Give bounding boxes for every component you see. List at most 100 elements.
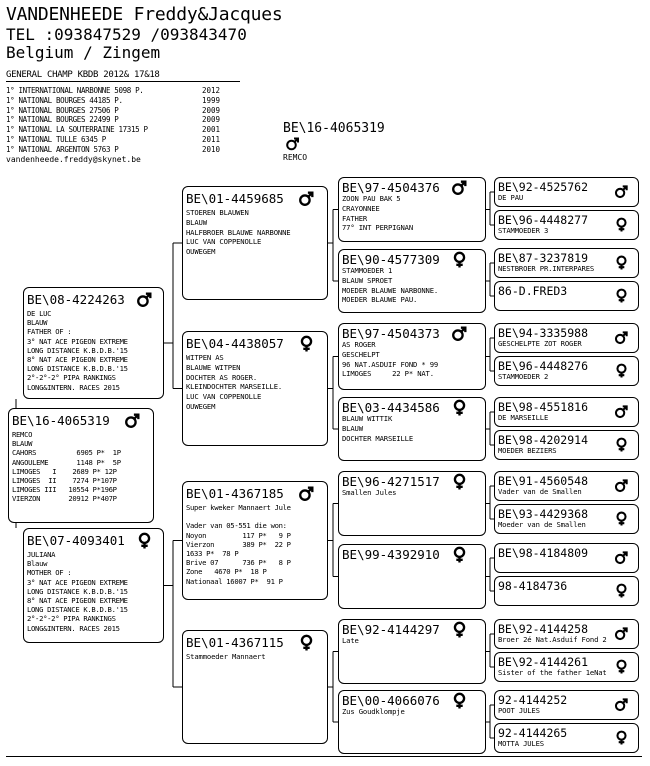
male-symbol-icon <box>614 478 629 493</box>
ring-number: BE\94-3335988 <box>498 326 589 340</box>
ring-number: BE\01-4459685 <box>186 191 284 206</box>
result-text: 1° NATIONAL LA SOUTERRAINE 17315 P <box>6 125 148 135</box>
ring-number: BE\08-4224263 <box>27 292 125 307</box>
result-text: 1° NATIONAL TULLE 6345 P <box>6 135 106 144</box>
pigeon-card-p26[interactable]: 98-4184736 <box>494 576 639 606</box>
detail-line: DOCHTER MARSEILLE <box>342 433 414 443</box>
pigeon-details: NESTBROER PR.INTERPARES <box>498 264 635 274</box>
female-symbol-icon <box>298 335 315 352</box>
detail-line: BLAUW <box>12 439 33 449</box>
detail-line: STAMMOEDER 2 <box>498 372 549 381</box>
detail-line: MOEDER BLAUWE NARBONNE. <box>342 285 439 295</box>
footer-divider <box>6 756 642 757</box>
male-symbol-icon <box>124 412 141 429</box>
detail-line: KLEINDOCHTER MARSEILLE. <box>186 382 283 392</box>
detail-line: 8° NAT ACE PIGEON EXTREME <box>27 355 128 365</box>
detail-line: GESCHELPT <box>342 349 380 359</box>
female-symbol-icon <box>614 583 629 598</box>
result-year: 2010 <box>201 144 220 154</box>
pigeon-card-p18[interactable]: 86-D.FRED3 <box>494 281 639 311</box>
detail-line: Zone 4670 P* 18 P <box>186 567 267 577</box>
detail-line: LIMOGES I 2689 P* 12P <box>12 466 117 476</box>
detail-line: Vader van de Smallen <box>498 487 582 496</box>
male-symbol-icon <box>614 697 629 712</box>
detail-line: 3° NAT ACE PIGEON EXTREME <box>27 577 128 587</box>
ring-number: BE\92-4525762 <box>498 180 589 194</box>
detail-line: MOEDER BEZIERS <box>498 446 557 455</box>
detail-line: BLAUW <box>27 318 48 328</box>
detail-line: MOTHER OF : <box>27 568 72 578</box>
detail-line: WITPEN AS <box>186 353 224 362</box>
detail-line: 3° NAT ACE PIGEON EXTREME <box>27 336 128 346</box>
male-symbol-icon <box>298 485 315 502</box>
detail-line: Stammoeder Mannaert <box>186 652 266 661</box>
detail-line: REMCO <box>12 430 33 439</box>
ring-number: BE\07-4093401 <box>27 533 125 548</box>
pigeon-details: Stammoeder Mannaert <box>186 652 324 662</box>
detail-line: LONG&INTERN. RACES 2015 <box>27 382 120 392</box>
pigeon-card-p12[interactable]: BE\99-4392910 <box>338 544 486 609</box>
detail-line: CAHORS 6905 P* 1P <box>12 448 121 458</box>
pigeon-card-p25[interactable]: BE\98-4184809 <box>494 543 639 573</box>
pigeon-details: STAMMOEDER 3 <box>498 226 635 236</box>
detail-line <box>186 512 324 521</box>
male-symbol-icon <box>614 184 629 199</box>
detail-line: Brive 07 736 P* 8 P <box>186 558 291 568</box>
female-symbol-icon <box>614 659 629 674</box>
ring-number: BE\90-4577309 <box>342 252 440 267</box>
detail-line: OUWEGEM <box>186 247 216 257</box>
ring-number: BE\93-4429368 <box>498 507 589 521</box>
pigeon-details: Late <box>342 636 482 646</box>
detail-line: BLAUW <box>342 423 363 433</box>
ring-number: BE\97-4504376 <box>342 180 440 195</box>
detail-line: 96 NAT.ASDUIF FOND * 99 <box>342 359 439 369</box>
ring-number: BE\92-4144261 <box>498 655 589 669</box>
female-symbol-icon <box>451 473 468 490</box>
ring-number: BE\92-4144297 <box>342 622 440 637</box>
male-symbol-icon <box>451 179 468 196</box>
ring-number: BE\00-4066076 <box>342 693 440 708</box>
detail-line: CRAYONNEE <box>342 203 380 213</box>
detail-line: LONG DISTANCE K.B.D.B.'15 <box>27 345 128 355</box>
detail-line: ANGOULEME 1148 P* 5P <box>12 457 121 467</box>
ring-number: BE\92-4144258 <box>498 622 589 636</box>
results-title-underline <box>6 81 240 82</box>
breeder-name: VANDENHEEDE Freddy&Jacques <box>6 4 283 25</box>
pigeon-details: GESCHELPTE ZOT ROGER <box>498 339 635 349</box>
detail-line: DE MARSEILLE <box>498 413 549 422</box>
female-symbol-icon <box>614 511 629 526</box>
pigeon-details: STAMMOEDER 2 <box>498 372 635 382</box>
